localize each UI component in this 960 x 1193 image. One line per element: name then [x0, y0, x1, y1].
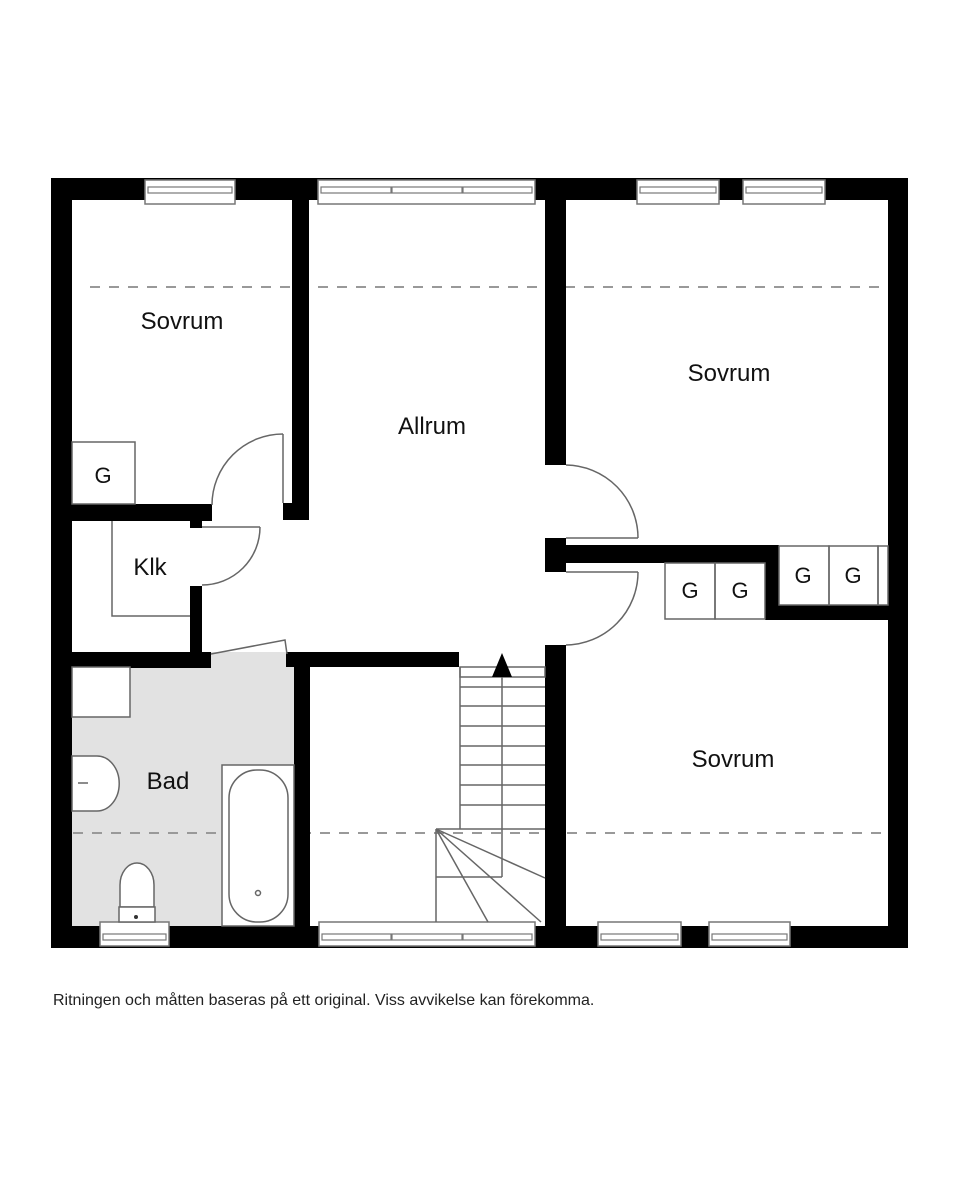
room-label-bad: Bad — [147, 768, 190, 795]
sink-icon — [71, 755, 120, 812]
door-klk — [201, 526, 261, 586]
disclaimer-text: Ritningen och måtten baseras på ett orig… — [53, 992, 595, 1009]
room-label-sovrum-bottom-right: Sovrum — [692, 746, 775, 773]
window-bottom-right-1 — [597, 921, 682, 947]
toilet-icon — [118, 862, 156, 923]
bathtub-icon — [221, 764, 295, 927]
door-sovrum-top-left — [211, 433, 284, 506]
staircase — [435, 666, 546, 923]
door-bathroom — [210, 639, 288, 655]
bathroom-doorway-floor — [209, 652, 287, 666]
bathroom-cabinet — [71, 666, 131, 718]
closet-label: G — [94, 463, 111, 488]
room-label-allrum: Allrum — [398, 413, 466, 440]
interior-walls — [51, 178, 908, 948]
window-top-right-1 — [636, 179, 720, 205]
room-label-sovrum-top-right: Sovrum — [688, 360, 771, 387]
door-sovrum-bottom-right — [565, 571, 639, 646]
room-label-sovrum-top-left: Sovrum — [141, 308, 224, 335]
closet-label: G — [731, 578, 748, 603]
closet-label: G — [681, 578, 698, 603]
window-top-right-2 — [742, 179, 826, 205]
room-label-klk: Klk — [133, 554, 167, 581]
closet-label: G — [794, 563, 811, 588]
window-top-left — [144, 179, 236, 205]
closets-right — [778, 545, 889, 606]
closet-label: G — [844, 563, 861, 588]
window-bottom-stairs — [318, 921, 536, 947]
window-bottom-right-2 — [708, 921, 791, 947]
closet-top-left — [71, 441, 136, 505]
klk-box — [111, 521, 190, 617]
stair-direction-arrow-icon — [492, 653, 512, 677]
door-sovrum-top-right — [565, 464, 639, 539]
closets-middle — [664, 562, 766, 620]
window-top-allrum — [317, 179, 536, 205]
window-bottom-bath — [99, 921, 170, 947]
